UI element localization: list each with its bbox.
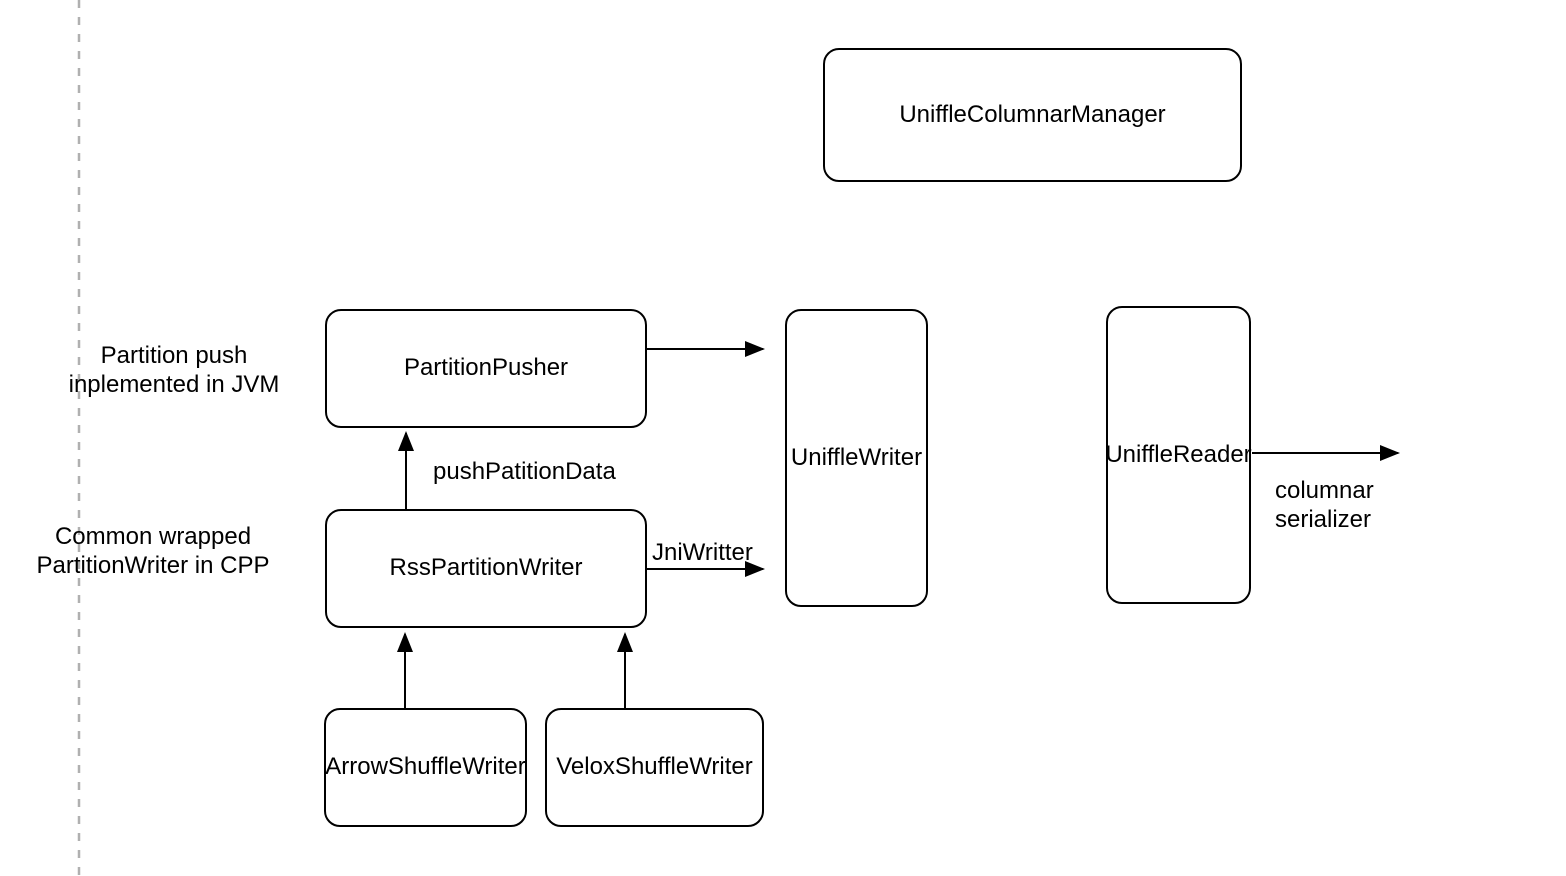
node-label: PartitionPusher [403,354,569,382]
node-label: VeloxShuffleWriter [556,753,753,781]
edge-label-push-patition-data: pushPatitionData [433,458,616,485]
node-velox-shuffle-writer: VeloxShuffleWriter [545,708,764,827]
node-label: RssPartitionWriter [389,554,583,582]
node-label: ArrowShuffleWriter [325,753,526,781]
node-label: UniffleReader [1105,440,1252,468]
edge-label-jni-writter: JniWritter [652,539,753,566]
node-partition-pusher: PartitionPusher [325,309,647,428]
side-note-partition-writer-cpp: Common wrapped PartitionWriter in CPP [36,523,270,579]
edge-label-columnar-serializer: columnar serializer [1275,477,1374,533]
node-label: UniffleWriter [790,443,923,471]
node-uniffle-columnar-manager: UniffleColumnarManager [823,48,1242,182]
node-uniffle-reader: UniffleReader [1105,306,1252,604]
node-arrow-shuffle-writer: ArrowShuffleWriter [324,708,527,827]
node-label: UniffleColumnarManager [899,100,1166,128]
side-note-partition-push-jvm: Partition push inplemented in JVM [68,342,280,398]
node-uniffle-writer: UniffleWriter [785,309,928,607]
node-rss-partition-writer: RssPartitionWriter [325,509,647,628]
